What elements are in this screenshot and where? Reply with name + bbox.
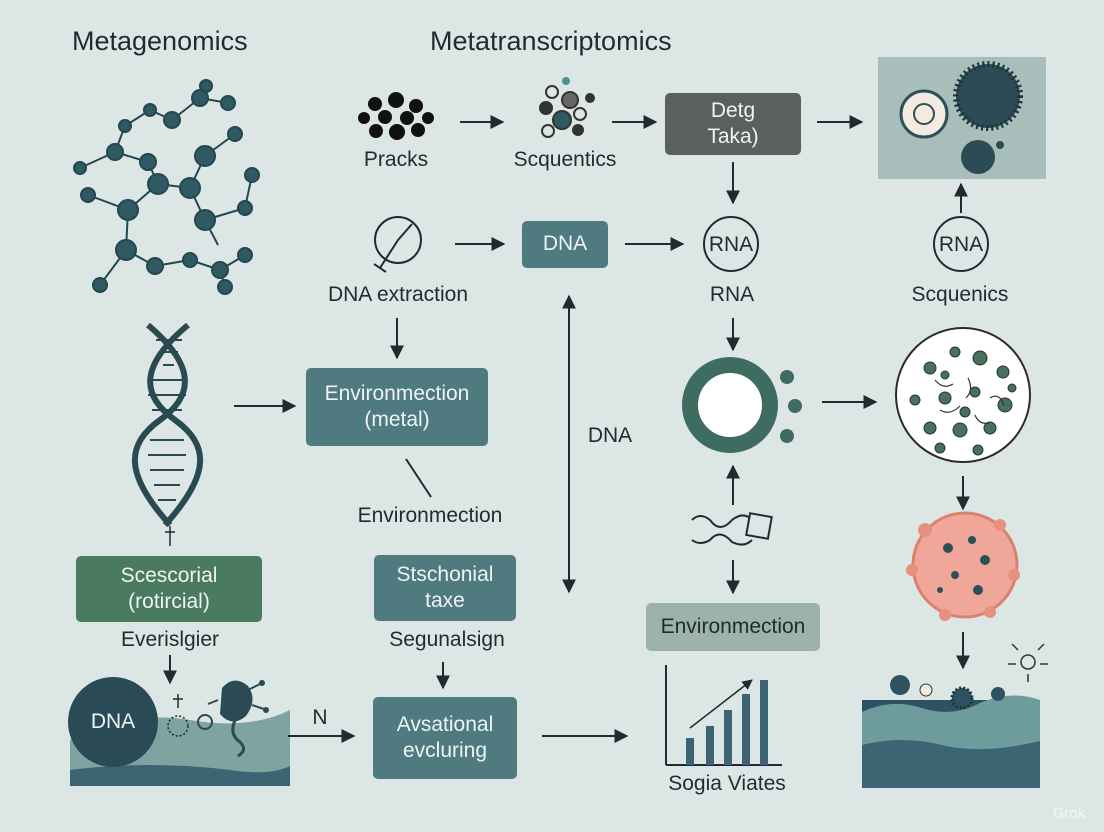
molecule-network-icon: [73, 79, 260, 295]
label-everislgier: Everislgier: [120, 628, 220, 651]
label-dna-side: DNA: [587, 424, 633, 447]
landscape-icon: [862, 643, 1048, 788]
stschonial-line-2: taxe: [425, 589, 465, 612]
label-dna-extraction: DNA extraction: [327, 283, 469, 306]
sequence-cluster-icon: [539, 77, 595, 138]
rna-circle-right: [933, 216, 989, 272]
label-sogia-viates: Sogia Viates: [668, 772, 786, 795]
environmection-light-line-1: Environmection: [660, 614, 806, 638]
dagger-icon: [165, 526, 175, 546]
dotted-circle-icon: [167, 694, 189, 737]
squiggle-icon: [691, 512, 773, 546]
avsational-line-1: Avsational: [396, 712, 494, 736]
detg-box-line-1: Detg: [710, 98, 756, 122]
label-sequenics: Scquenics: [911, 283, 1009, 306]
watermark: Grok: [1053, 806, 1086, 822]
microbes-panel-icon: [878, 57, 1046, 179]
environmection-metal-line-2: (metal): [364, 408, 430, 431]
label-rna: RNA: [709, 283, 755, 306]
dna-sphere-icon: [68, 677, 290, 786]
petri-dish-icon: [895, 327, 1031, 463]
dna-box: DNA: [522, 221, 608, 268]
environmection-metal-box: Environmection (metal): [306, 368, 488, 446]
environmection-light-box: Environmection: [646, 603, 820, 651]
label-pracks: Pracks: [363, 148, 429, 171]
growth-chart-icon: [665, 665, 782, 766]
dna-helix-icon: [132, 322, 203, 528]
dot-cluster-icon: [358, 92, 434, 140]
detg-box-line-2: Taka): [707, 125, 759, 148]
label-segunalsign: Segunalsign: [389, 628, 505, 651]
detg-box: Detg Taka): [665, 93, 801, 155]
rna-circle-mid-label: RNA: [708, 233, 754, 256]
dna-sphere-label: DNA: [90, 710, 136, 733]
heading-metagenomics: Metagenomics: [72, 26, 248, 56]
microbe-tadpole-icon: [197, 680, 269, 758]
avsational-box: Avsational evcluring: [373, 697, 517, 779]
extraction-tool-icon: [373, 216, 422, 273]
heading-metatranscriptomics: Metatranscriptomics: [430, 26, 672, 56]
cell-ring-icon: [682, 357, 802, 453]
flow-arrows: [163, 115, 970, 743]
label-n: N: [312, 706, 328, 729]
rna-circle-mid: [703, 216, 759, 272]
scescorial-line-2: (rotircial): [128, 590, 210, 613]
label-sequentics: Scquentics: [513, 148, 617, 171]
bacterium-cell-icon: [906, 511, 1020, 621]
stschonial-line-1: Stschonial: [396, 562, 494, 586]
scescorial-box: Scescorial (rotircial): [76, 556, 262, 622]
stschonial-box: Stschonial taxe: [374, 555, 516, 621]
scescorial-line-1: Scescorial: [120, 563, 218, 587]
dna-box-line-1: DNA: [542, 232, 588, 256]
environmection-metal-line-1: Environmection: [324, 381, 470, 405]
avsational-line-2: evcluring: [402, 739, 488, 762]
label-environmection: Environmection: [357, 504, 503, 527]
rna-circle-right-label: RNA: [938, 233, 984, 256]
